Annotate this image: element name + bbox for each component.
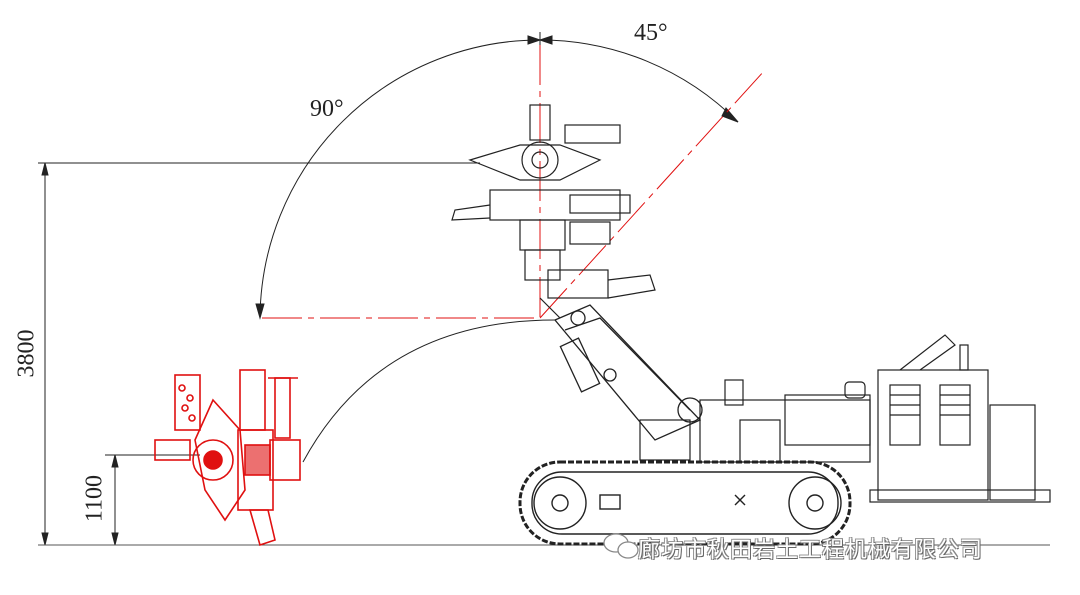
arc-lower (302, 319, 556, 463)
center-lines (262, 45, 766, 319)
arc-45 (539, 39, 739, 123)
dimension-label-3800: 3800 (13, 329, 40, 378)
wechat-icon (603, 533, 639, 559)
machine-body (639, 334, 1051, 503)
watermark-text: 廊坊市秋田岩土工程机械有限公司 (638, 538, 984, 563)
dimension-label-1100: 1100 (81, 474, 108, 523)
drill-head-low-position (154, 369, 301, 547)
drill-head-upright (451, 104, 656, 319)
angle-label-90: 90° (310, 96, 344, 122)
angle-label-45: 45° (634, 20, 668, 46)
boom-arm (553, 304, 703, 441)
crawler-track (518, 460, 852, 546)
arc-90 (259, 39, 541, 319)
